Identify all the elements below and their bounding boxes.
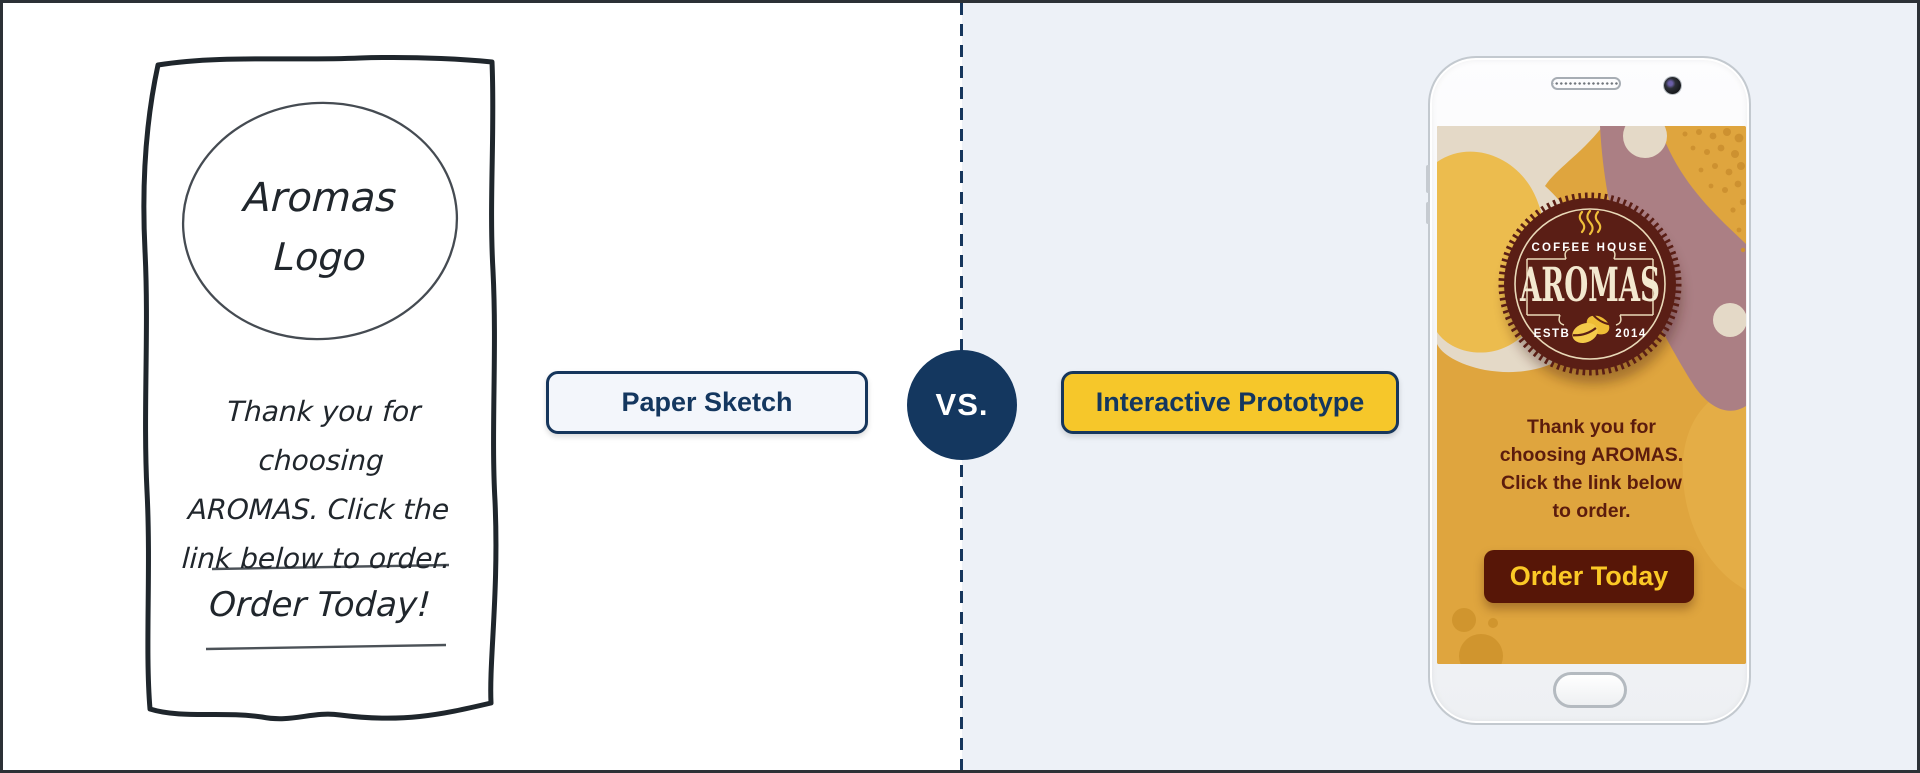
halftone-dots-pattern — [1682, 128, 1746, 253]
phone-message-line: to order. — [1552, 500, 1631, 522]
phone-mockup: COFFEE HOUSE AROMAS ESTB 2014 Thank you … — [1426, 56, 1751, 725]
bottom-dots-pattern — [1452, 608, 1503, 664]
badge-frame-lines — [1526, 248, 1654, 326]
sketch-rule-bottom — [205, 643, 447, 651]
badge-year-label: 2014 — [1615, 328, 1647, 340]
sketch-message-line: link below to order. — [180, 542, 452, 575]
order-today-button[interactable]: Order Today — [1484, 550, 1694, 603]
aromas-logo-badge: COFFEE HOUSE AROMAS ESTB 2014 — [1498, 192, 1682, 384]
gold-swirl-shape — [1682, 384, 1746, 590]
sketch-logo-text-line1: Aromas — [242, 175, 398, 221]
sketch-paper-outline — [141, 54, 499, 722]
badge-disc — [1504, 198, 1676, 370]
volume-down-button — [1426, 202, 1430, 224]
front-camera-icon — [1664, 77, 1681, 94]
badge-tagline: COFFEE HOUSE — [1531, 242, 1648, 254]
sketch-cta-text: Order Today! — [208, 585, 432, 625]
home-button[interactable] — [1552, 672, 1627, 708]
sketch-logo-text-line2: Logo — [272, 235, 368, 279]
badge-estb-label: ESTB — [1534, 328, 1571, 340]
sketch-drawing — [141, 54, 499, 722]
sketch-message-line: Thank you for choosing — [226, 395, 422, 477]
badge-scalloped-edge — [1498, 192, 1682, 376]
phone-message: Thank you for choosing AROMAS. Click the… — [1437, 413, 1746, 525]
sketch-rule-top — [211, 563, 450, 571]
phone-message-line: choosing AROMAS. — [1499, 444, 1684, 466]
phone-message-line: Click the link below — [1501, 472, 1682, 494]
sketch-message: Thank you for choosing AROMAS. Click the… — [155, 387, 485, 583]
sketch-message-line: AROMAS. Click the — [187, 493, 451, 526]
cream-circle-shape — [1623, 126, 1667, 158]
badge-brand-name: AROMAS — [1519, 258, 1660, 313]
coffee-beans-icon — [1572, 313, 1610, 343]
phone-message-line: Thank you for — [1527, 416, 1656, 438]
paper-sketch-label[interactable]: Paper Sketch — [546, 371, 868, 434]
badge-inner-ring — [1514, 208, 1666, 360]
phone-screen: COFFEE HOUSE AROMAS ESTB 2014 Thank you … — [1437, 126, 1746, 664]
paper-sketch: Aromas Logo Thank you for choosing AROMA… — [140, 51, 508, 727]
cream-dot-shape — [1713, 303, 1746, 337]
vs-badge: VS. — [907, 350, 1017, 460]
interactive-prototype-label[interactable]: Interactive Prototype — [1061, 371, 1399, 434]
steam-icon — [1578, 209, 1602, 236]
speaker-grille-icon — [1551, 77, 1621, 90]
volume-up-button — [1426, 165, 1430, 193]
sketch-logo-oval — [181, 101, 459, 341]
